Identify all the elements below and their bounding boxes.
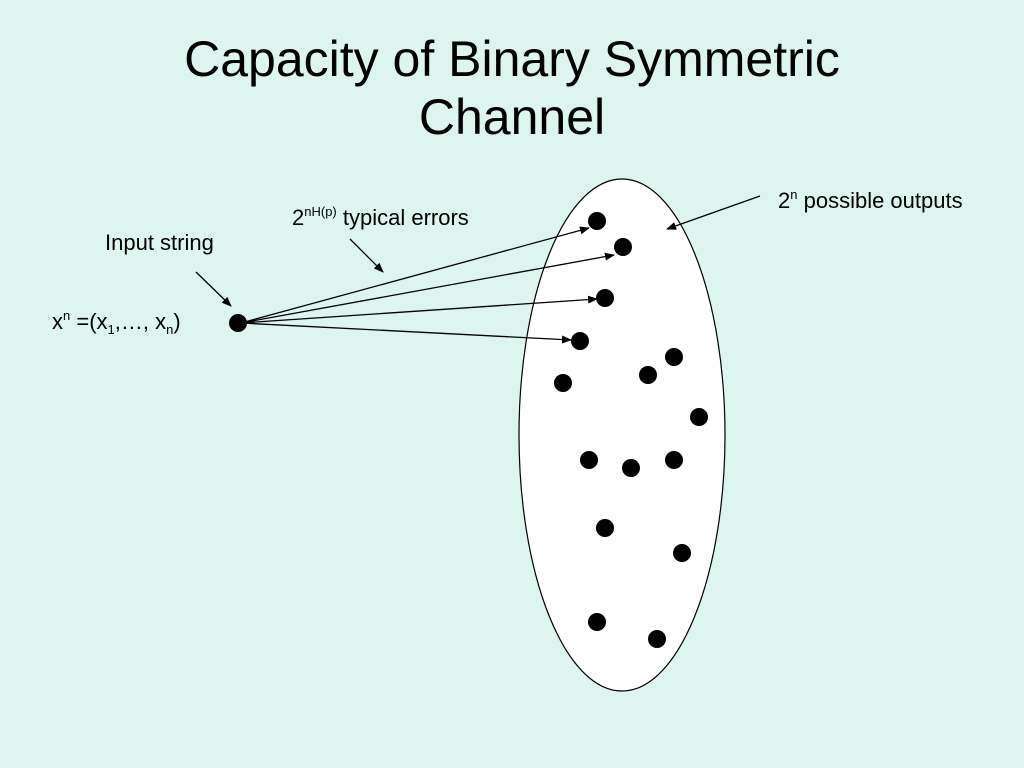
transition-arrow xyxy=(240,295,598,324)
input-string-label: Input string xyxy=(105,230,214,255)
typical-errors-pointer-arrow xyxy=(349,238,384,273)
output-point xyxy=(639,366,657,384)
output-point xyxy=(673,544,691,562)
input-string-pointer-arrow xyxy=(195,271,232,307)
slide-title: Capacity of Binary Symmetric Channel xyxy=(0,30,1024,146)
output-point xyxy=(588,212,606,230)
output-point xyxy=(588,613,606,631)
transition-arrow xyxy=(240,322,572,344)
output-point xyxy=(665,451,683,469)
output-point xyxy=(554,374,572,392)
output-point xyxy=(580,451,598,469)
title-line-1: Capacity of Binary Symmetric xyxy=(184,31,840,87)
output-point xyxy=(596,289,614,307)
output-point xyxy=(596,519,614,537)
input-point xyxy=(229,314,247,332)
input-sequence-label: xn =(x1,…, xn) xyxy=(52,308,181,337)
transition-arrow xyxy=(240,252,615,324)
output-point xyxy=(614,238,632,256)
possible-outputs-pointer-arrow xyxy=(666,195,761,230)
output-point xyxy=(648,630,666,648)
output-point xyxy=(571,332,589,350)
output-space-ellipse xyxy=(518,178,726,692)
possible-outputs-label: 2n possible outputs xyxy=(778,187,963,213)
typical-errors-label: 2nH(p) typical errors xyxy=(292,204,469,230)
output-point xyxy=(622,459,640,477)
output-point xyxy=(690,408,708,426)
title-line-2: Channel xyxy=(418,89,606,145)
output-point xyxy=(665,348,683,366)
transition-arrow xyxy=(240,226,590,324)
